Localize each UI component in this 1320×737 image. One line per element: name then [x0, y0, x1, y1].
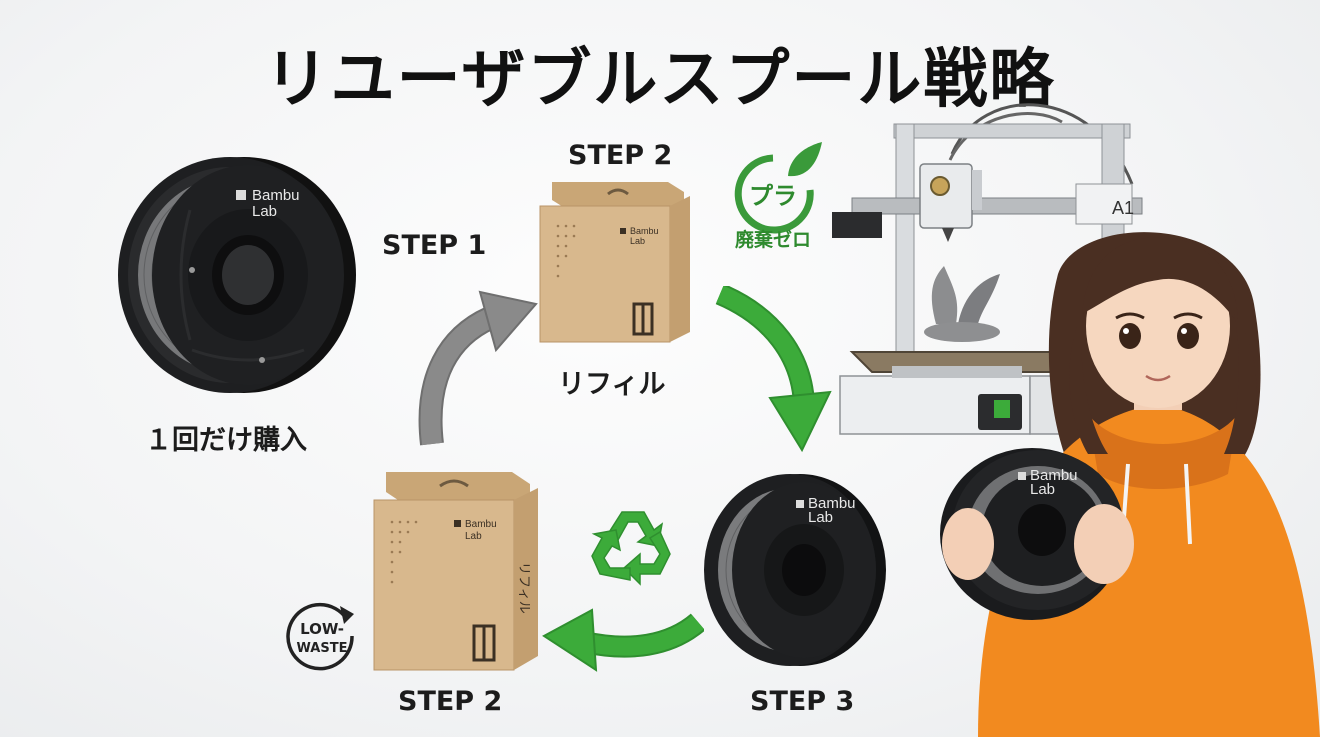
box-side-text: リフィル	[517, 562, 532, 614]
step2-bottom-label: STEP 2	[398, 686, 503, 717]
low-waste-line1: LOW-	[300, 620, 344, 638]
low-waste-line2: WASTE	[297, 641, 348, 656]
zero-waste-badge: プラ 廃棄ゼロ	[718, 138, 828, 258]
low-waste-badge: LOW- WASTE	[284, 596, 360, 672]
green-arrow-down	[712, 286, 832, 456]
spool-step1: Bambu Lab	[112, 150, 360, 400]
svg-text:Lab: Lab	[1030, 481, 1055, 498]
refill-box-top: Bambu Lab	[538, 176, 698, 346]
badge-bottom-text: 廃棄ゼロ	[735, 228, 811, 251]
svg-text:Lab: Lab	[465, 531, 482, 542]
gray-cycle-arrow	[410, 286, 540, 448]
woman-illustration: Bambu Lab	[938, 214, 1320, 737]
svg-text:Lab: Lab	[252, 203, 277, 220]
svg-text:Bambu: Bambu	[630, 226, 659, 236]
refill-box-bottom: Bambu Lab リフィル	[370, 466, 546, 676]
step1-caption: １回だけ購入	[145, 425, 307, 456]
printer-model-text: A1	[1112, 198, 1134, 218]
green-arrow-left	[540, 596, 704, 676]
svg-text:Lab: Lab	[630, 236, 645, 246]
step2-top-label: STEP 2	[568, 140, 673, 171]
spool-brand-text: Bambu	[252, 187, 300, 204]
printer-illustration: A1	[832, 94, 1152, 444]
page-title: リユーザブルスプール戦略	[264, 43, 1056, 117]
svg-text:Bambu: Bambu	[465, 519, 497, 530]
svg-text:Bambu: Bambu	[808, 495, 856, 512]
badge-top-text: プラ	[749, 182, 797, 210]
spool-step3: Bambu Lab	[700, 470, 886, 670]
step3-label: STEP 3	[750, 686, 855, 717]
svg-text:Bambu: Bambu	[1030, 467, 1078, 484]
recycle-icon	[588, 504, 684, 592]
step2-top-caption: リフィル	[558, 369, 666, 400]
step1-label: STEP 1	[382, 230, 487, 261]
svg-text:Lab: Lab	[808, 509, 833, 526]
